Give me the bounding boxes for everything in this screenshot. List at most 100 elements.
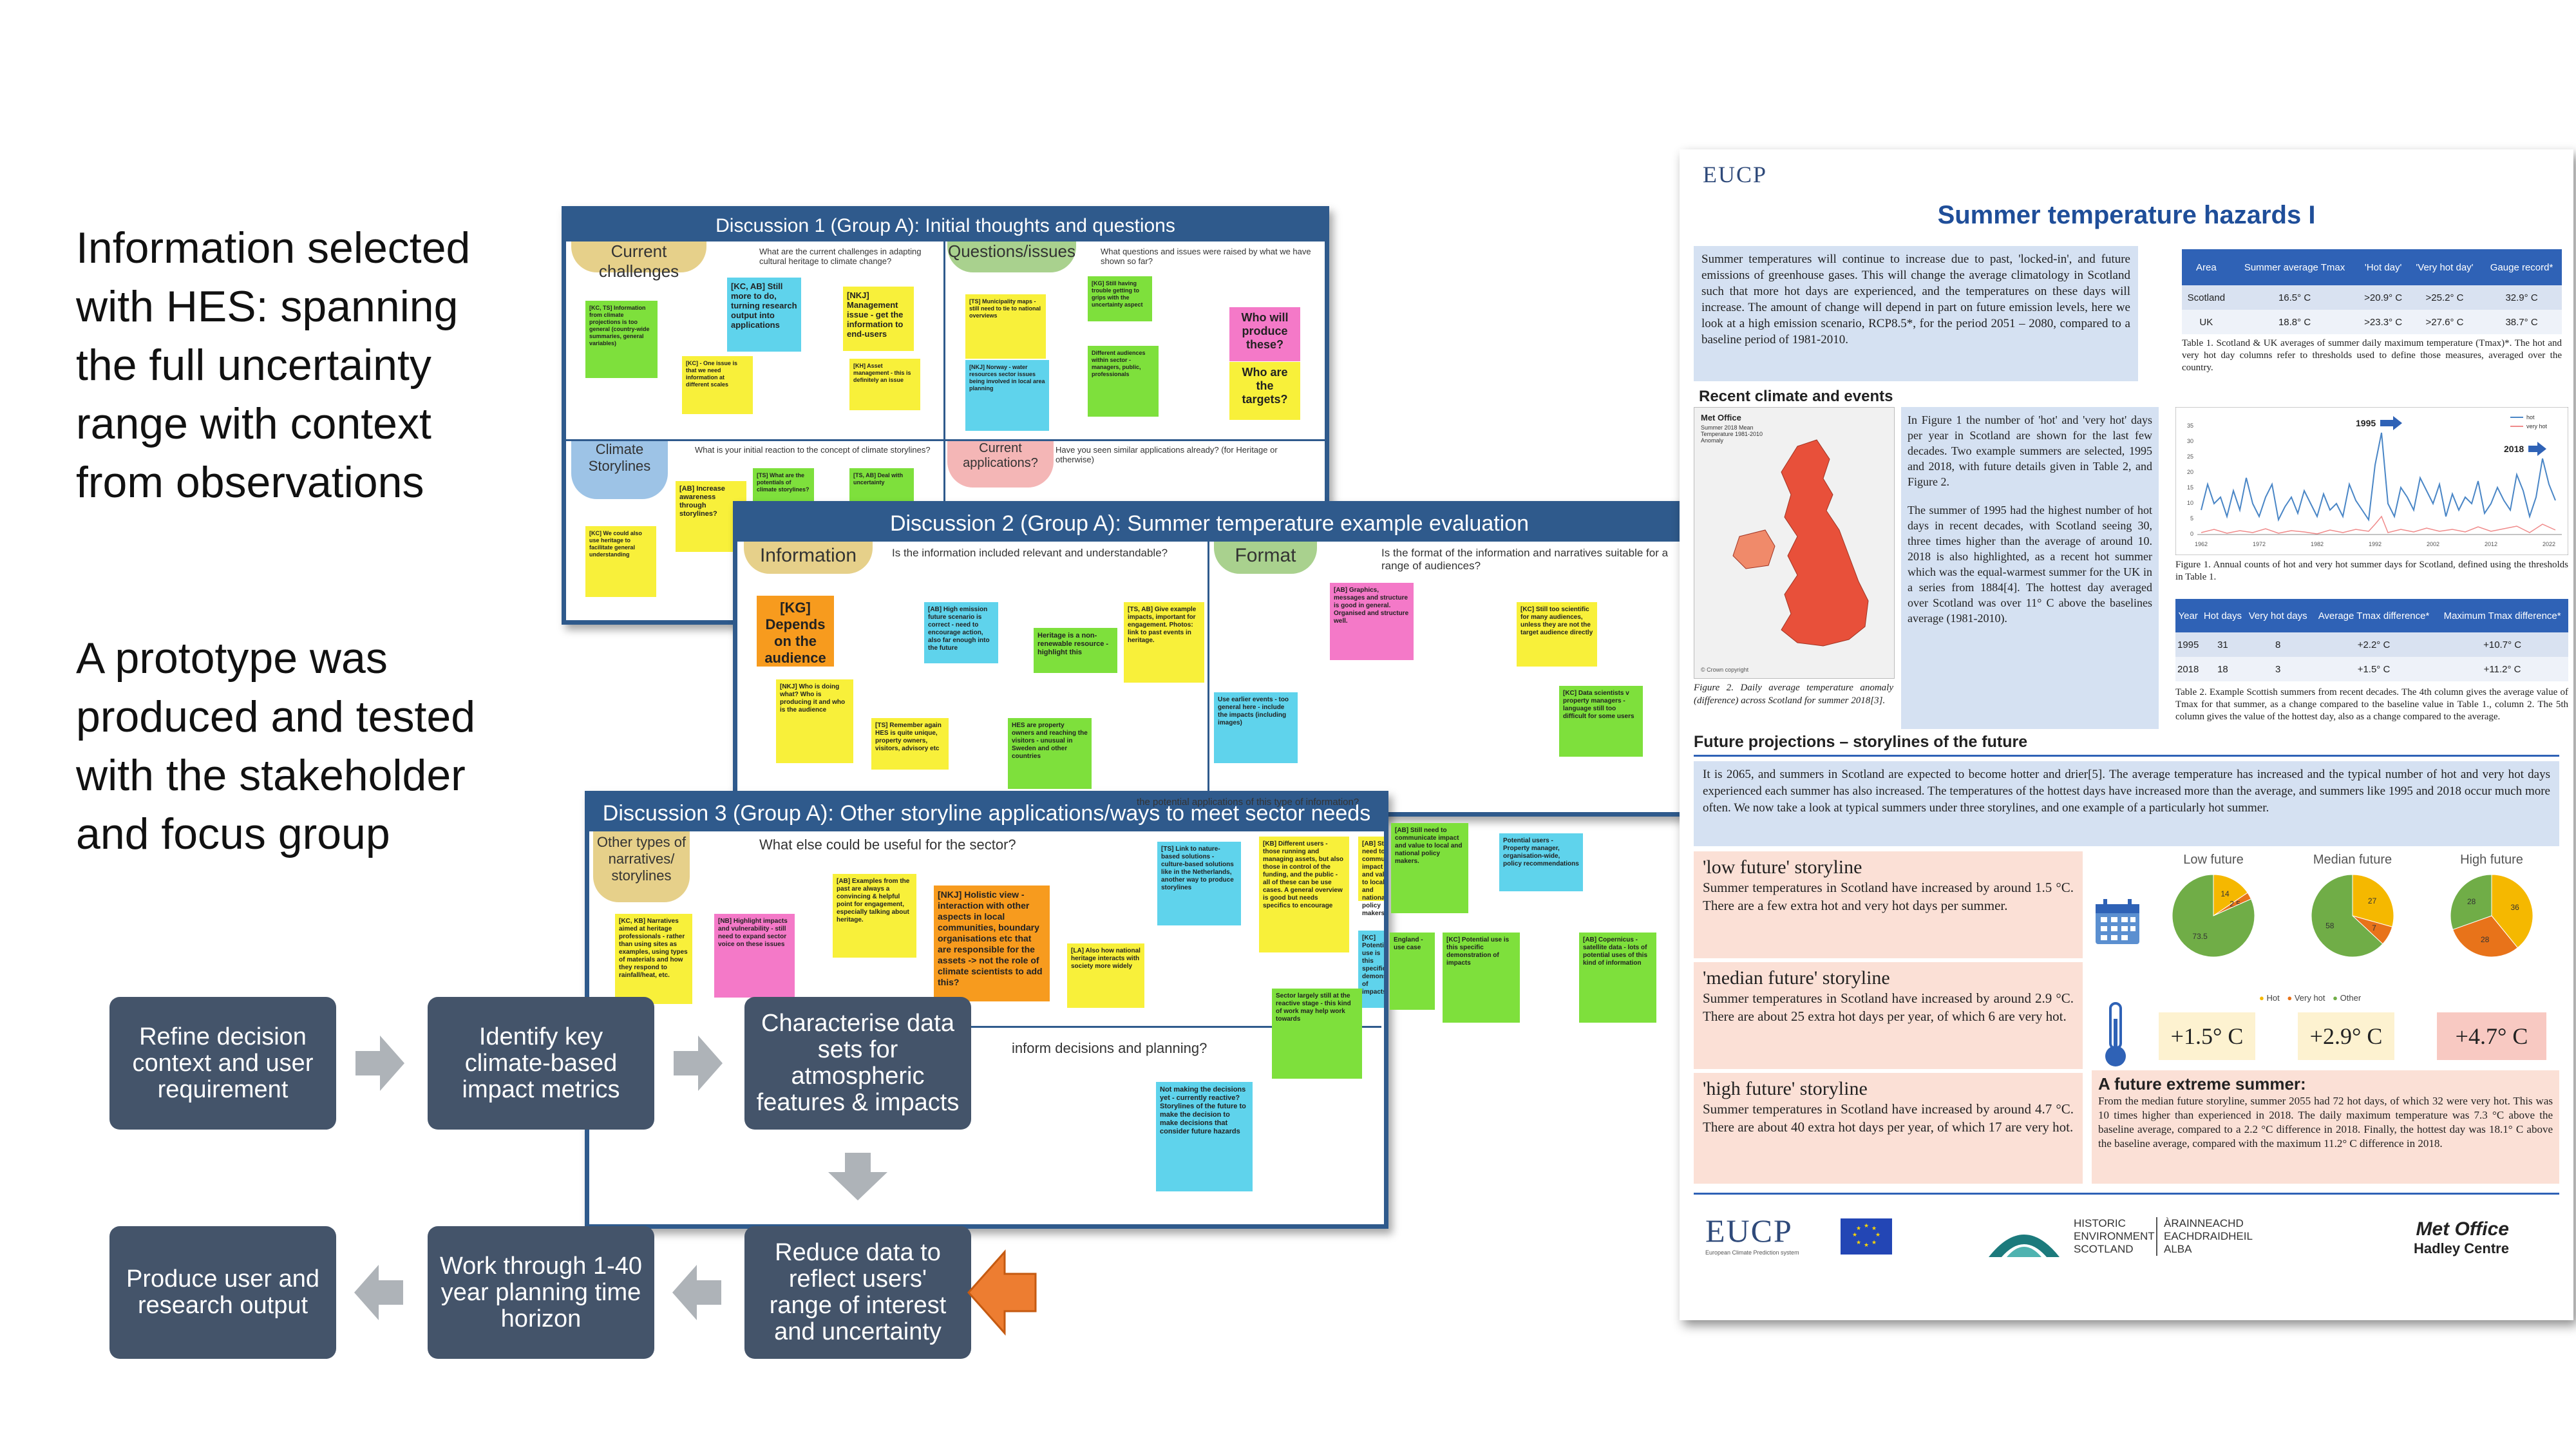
sticky-note: Different audiences within sector - mana… xyxy=(1088,346,1159,417)
table-cell: 3 xyxy=(2275,663,2281,675)
legend-very-hot: Very hot xyxy=(2294,993,2325,1003)
sticky-note: [NKJ] Norway - water resources sector is… xyxy=(965,360,1049,431)
question: What is your initial reaction to the con… xyxy=(695,445,931,455)
svg-text:★: ★ xyxy=(1864,1223,1869,1229)
table-cell: 38.7° C xyxy=(2505,316,2538,328)
anomaly-map: Met Office Summer 2018 Mean Temperature … xyxy=(1694,407,1895,679)
pie-legend: ● Hot ● Very hot ● Other xyxy=(2259,993,2362,1003)
pie-label: High future xyxy=(2460,853,2523,867)
tab-current-challenges: Current challenges xyxy=(571,242,706,281)
sticky-note: Heritage is a non-renewable resource - h… xyxy=(1034,628,1117,673)
question: Is the information included relevant and… xyxy=(892,547,1168,559)
tab-current-applications: Current applications? xyxy=(947,441,1054,488)
pie-slice-hot xyxy=(2352,874,2394,927)
table-cell: >20.9° C xyxy=(2364,292,2403,303)
storyline-low: 'low future' storyline Summer temperatur… xyxy=(1694,851,2083,958)
recent-paragraph: The summer of 1995 had the highest numbe… xyxy=(1908,504,2152,625)
temp-high: +4.7° C xyxy=(2437,1012,2546,1060)
svg-text:★: ★ xyxy=(1856,1240,1861,1246)
pie-value-label: 28 xyxy=(2467,897,2476,906)
recent-text: In Figure 1 the number of 'hot' and 'ver… xyxy=(1901,407,2159,729)
storyline-text: Summer temperatures in Scotland have inc… xyxy=(1703,1101,2074,1135)
question: inform decisions and planning? xyxy=(1012,1040,1208,1056)
poster-title: Summer temperature hazards I xyxy=(1937,201,2316,229)
sticky-note: England - use case xyxy=(1390,933,1435,1010)
sticky-note: [TS, AB] Give example impacts, important… xyxy=(1124,602,1204,683)
sticky-note: Who will produce these? xyxy=(1229,307,1300,361)
sticky-note: HES are property owners and reaching the… xyxy=(1008,718,1092,789)
pie-slice-hot xyxy=(2491,874,2533,949)
question: What are the current challenges in adapt… xyxy=(759,247,922,266)
y-axis-ticks: 0 5 10 15 20 25 30 35 xyxy=(2187,422,2193,537)
y-tick: 5 xyxy=(2190,515,2193,522)
x-tick: 1972 xyxy=(2253,541,2266,547)
slide-title: Discussion 3 (Group A): Other storyline … xyxy=(589,795,1384,831)
x-tick: 1992 xyxy=(2369,541,2382,547)
table-2-caption: Table 2. Example Scottish summers from r… xyxy=(2175,687,2568,722)
storyline-median: 'median future' storyline Summer tempera… xyxy=(1694,962,2083,1069)
hes-logo-icon xyxy=(1989,1235,2060,1257)
eucp-logo: EUCP xyxy=(1703,162,1768,187)
pie-slice-other xyxy=(2450,874,2492,931)
table-header: Gauge record* xyxy=(2481,249,2562,285)
sticky-note: Sector largely still at the reactive sta… xyxy=(1272,989,1362,1079)
legend-very-hot: very hot xyxy=(2526,423,2548,430)
sticky-note: [AB] Graphics, messages and structure is… xyxy=(1330,583,1414,660)
sticky-note: Potential users - Property manager, orga… xyxy=(1499,833,1583,891)
question: Have you seen similar applications alrea… xyxy=(1056,445,1278,464)
pie-value-label: 73.5 xyxy=(2192,932,2208,941)
table-cell: 1995 xyxy=(2177,639,2199,650)
tab-questions-issues: Questions/issues xyxy=(947,242,1076,272)
tab-format: Format xyxy=(1214,542,1317,574)
eu-flag-icon: ★★★★ ★★★★ xyxy=(1841,1218,1892,1255)
tab-climate-storylines: Climate Storylines xyxy=(571,441,668,499)
question: What questions and issues were raised by… xyxy=(1101,247,1311,266)
y-tick: 15 xyxy=(2187,484,2193,491)
storyline-title: 'high future' storyline xyxy=(1703,1078,1868,1099)
table-cell: 8 xyxy=(2275,639,2281,650)
table-cell: UK xyxy=(2199,316,2213,328)
slide-title: Discussion 1 (Group A): Initial thoughts… xyxy=(566,211,1325,242)
table-cell: >25.2° C xyxy=(2425,292,2464,303)
arrow-left-icon xyxy=(672,1265,721,1320)
prototype-line: with the stakeholder xyxy=(76,751,466,800)
highlight-arrow-icon xyxy=(967,1249,1037,1336)
discussion-2-slide: Discussion 2 (Group A): Summer temperatu… xyxy=(733,501,1686,817)
x-tick: 1982 xyxy=(2311,541,2324,547)
sticky-note: [AB] High emission future scenario is co… xyxy=(924,602,998,663)
arrow-down-icon xyxy=(828,1153,887,1200)
future-heading: Future projections – storylines of the f… xyxy=(1694,733,2028,751)
sticky-note: [NB] Highlight impacts and vulnerability… xyxy=(714,914,795,998)
flow-step-identify: Identify key climate-based impact metric… xyxy=(428,997,654,1130)
table-cell: >23.3° C xyxy=(2364,316,2403,328)
hes-gaelic-line: EACHDRAIDHEIL xyxy=(2164,1230,2253,1242)
y-tick: 25 xyxy=(2187,453,2193,460)
table-1-caption: Table 1. Scotland & UK averages of summe… xyxy=(2182,338,2562,373)
pie-value-label: 36 xyxy=(2511,903,2520,912)
pie-slice-very-hot xyxy=(2452,915,2519,958)
prototype-text: A prototype was produced and tested with… xyxy=(76,629,475,864)
hes-line: SCOTLAND xyxy=(2074,1243,2134,1255)
table-header: 'Hot day' xyxy=(2358,249,2408,285)
table-1: Area Summer average Tmax 'Hot day' 'Very… xyxy=(2182,249,2562,334)
met-office-logo: Met Office xyxy=(1701,413,1741,422)
hes-gaelic-line: ALBA xyxy=(2164,1243,2192,1255)
hes-line: ENVIRONMENT xyxy=(2074,1230,2155,1242)
map-copyright: © Crown copyright xyxy=(1701,667,1749,673)
sticky-note: [AB] Still need to communicate impact an… xyxy=(1391,823,1468,913)
recent-paragraph: In Figure 1 the number of 'hot' and 'ver… xyxy=(1908,413,2152,488)
table-cell: 32.9° C xyxy=(2505,292,2538,303)
sticky-note: [AB] Examples from the past are always a… xyxy=(833,874,916,958)
sticky-note: [KC, KB] Narratives aimed at heritage pr… xyxy=(615,914,692,1004)
pie-value-label: 58 xyxy=(2325,921,2334,930)
svg-text:★: ★ xyxy=(1871,1226,1877,1232)
table-cell: 16.5° C xyxy=(2278,292,2311,303)
x-tick: 2012 xyxy=(2485,541,2497,547)
pie-slice-other xyxy=(2311,874,2383,958)
extreme-text: From the median future storyline, summer… xyxy=(2098,1095,2553,1150)
table-header: Area xyxy=(2182,249,2231,285)
hadley-centre-text: Hadley Centre xyxy=(2414,1240,2509,1256)
info-line: range with context xyxy=(76,399,431,448)
